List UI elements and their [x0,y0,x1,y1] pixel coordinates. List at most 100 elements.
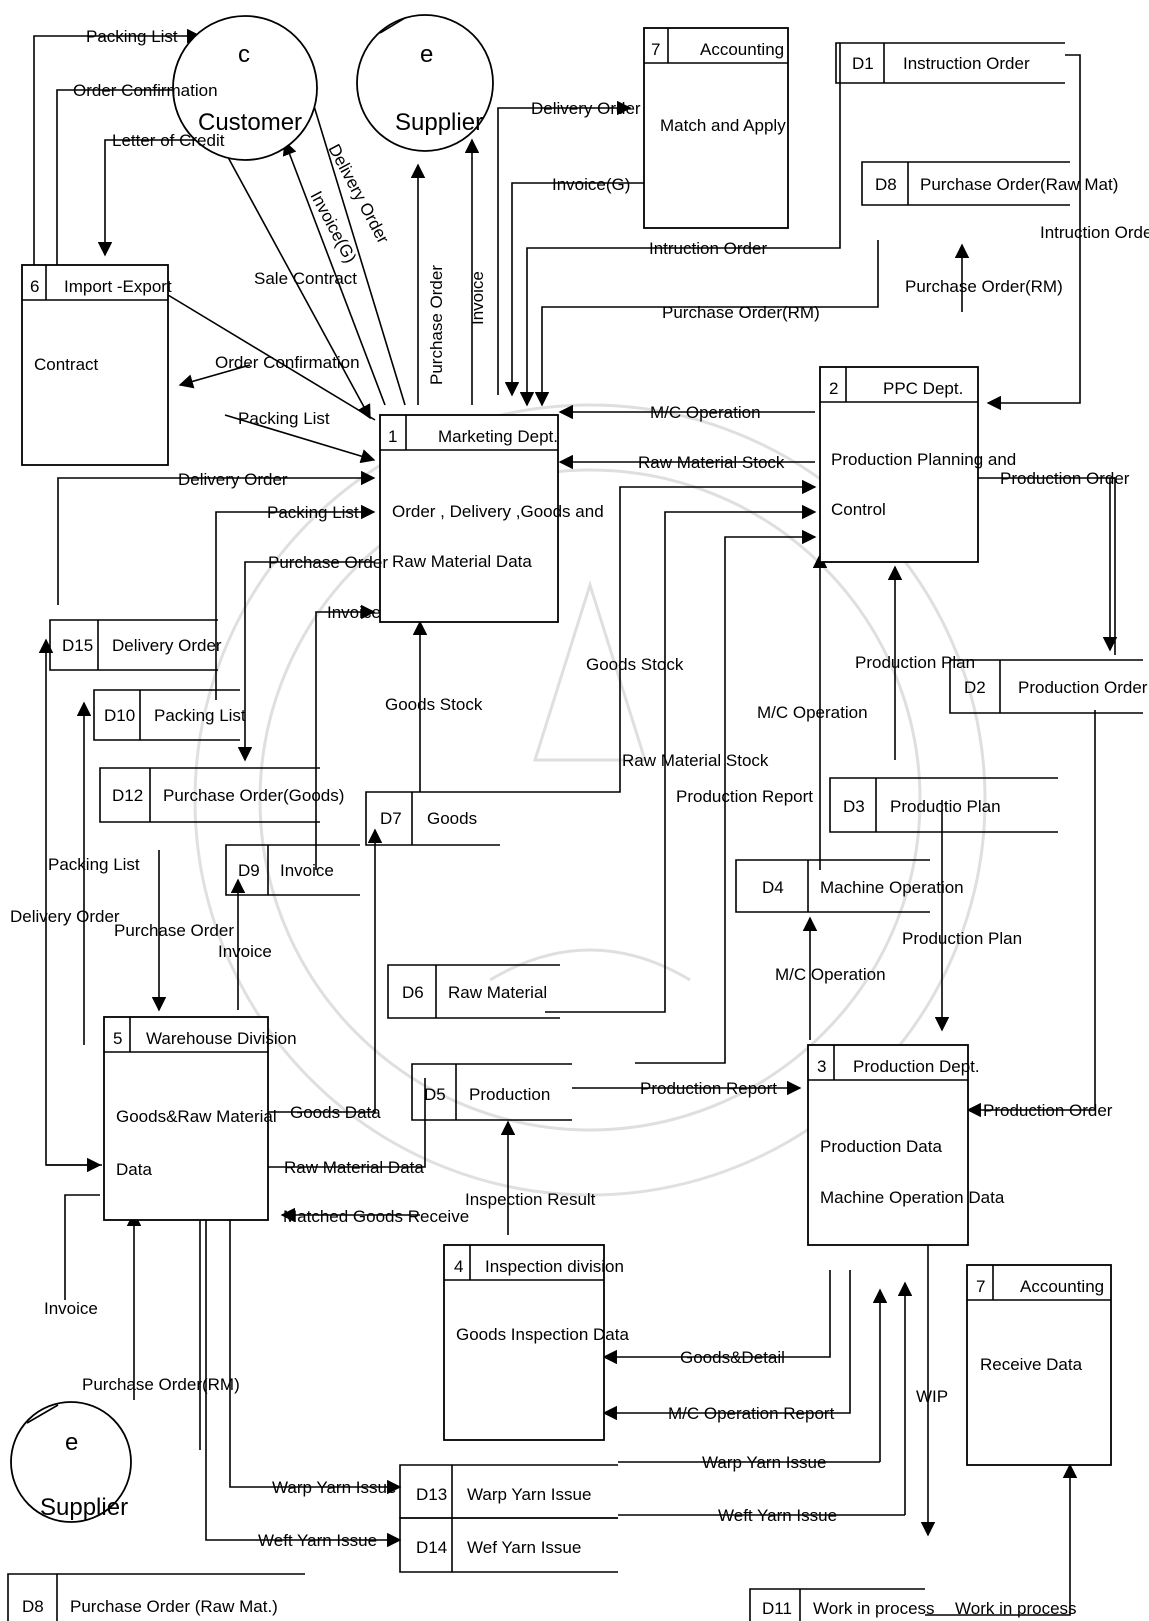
process-body: Data [116,1160,152,1179]
process-number: 2 [829,379,838,398]
store-id: D14 [416,1538,447,1557]
store-id: D4 [762,878,784,897]
store-d6: D6 Raw Material [388,965,560,1018]
process-number: 4 [454,1257,463,1276]
process-title: PPC Dept. [883,379,963,398]
flow-label: Production Plan [902,929,1022,948]
flow-label: Packing List [48,855,140,874]
store-id: D3 [843,797,865,816]
store-d11: D11 Work in process [750,1589,935,1621]
process-number: 5 [113,1029,122,1048]
store-id: D10 [104,706,135,725]
process-accounting-receive: 7 Accounting Receive Data [967,1265,1111,1465]
flow-label: Inspection Result [465,1190,596,1209]
store-name: Warp Yarn Issue [467,1485,591,1504]
store-name: Invoice [280,861,334,880]
process-body: Goods&Raw Material [116,1107,277,1126]
store-id: D7 [380,809,402,828]
flow-label: Intruction Order [1040,223,1149,242]
store-name: Production [469,1085,550,1104]
store-name: Instruction Order [903,54,1030,73]
store-name: Machine Operation [820,878,964,897]
process-body: Receive Data [980,1355,1083,1374]
store-name: Work in process [813,1599,935,1618]
flow-label: Production Order [1000,469,1130,488]
process-marketing: 1 Marketing Dept. Order , Delivery ,Good… [380,415,604,622]
flow-label: Delivery Order [531,99,641,118]
store-name: Productio Plan [890,797,1001,816]
store-id: D13 [416,1485,447,1504]
entity-letter: c [238,41,250,68]
flow-label: Matched Goods Receive [283,1207,469,1226]
store-d12: D12 Purchase Order(Goods) [100,768,344,822]
store-id: D5 [424,1085,446,1104]
flow-label: Invoice [44,1299,98,1318]
flow-label: Warp Yarn Issue [272,1478,396,1497]
flow-label: Goods Stock [586,655,684,674]
flow-label: Warp Yarn Issue [702,1453,826,1472]
flow-label: Raw Material Stock [622,751,769,770]
flow-label: M/C Operation [650,403,761,422]
entity-supplier-top: e Supplier [357,15,493,151]
flow-label: M/C Operation Report [668,1404,835,1423]
process-title: Accounting [1020,1277,1104,1296]
process-warehouse: 5 Warehouse Division Goods&Raw Material … [104,1017,297,1220]
flow-label: Packing List [267,503,359,522]
flow-label: Production Order [983,1101,1113,1120]
process-body: Match and Apply [660,116,786,135]
flow-label: M/C Operation [757,703,868,722]
flow-label: Purchase Order(RM) [662,303,820,322]
process-body: Contract [34,355,99,374]
store-name: Purchase Order(Raw Mat) [920,175,1118,194]
store-name: Purchase Order (Raw Mat.) [70,1597,278,1616]
process-title: Warehouse Division [146,1029,297,1048]
store-d10: D10 Packing List [94,690,246,740]
flow-label: Raw Material Stock [638,453,785,472]
process-title: Inspection division [485,1257,624,1276]
process-number: 1 [388,427,397,446]
flow-label: Order Confirmation [215,353,360,372]
store-id: D6 [402,983,424,1002]
process-body: Raw Material Data [392,552,532,571]
store-id: D11 [762,1599,792,1618]
entity-supplier-bottom: e Supplier [11,1402,131,1522]
store-name: Delivery Order [112,636,222,655]
flow-label: Invoice [327,603,381,622]
process-import-export: 6 Import -Export Contract [22,265,172,465]
flow-label: Letter of Credit [112,131,225,150]
flow-label: M/C Operation [775,965,886,984]
store-d14: D14 Wef Yarn Issue [400,1518,618,1572]
flow-label: Purchase Order [114,921,234,940]
store-name: Raw Material [448,983,547,1002]
process-title: Production Dept. [853,1057,980,1076]
store-id: D9 [238,861,260,880]
flow-label: Invoice [218,942,272,961]
process-number: 7 [651,40,660,59]
flow-label: Production Report [676,787,813,806]
store-id: D2 [964,678,986,697]
store-id: D8 [875,175,897,194]
process-inspection: 4 Inspection division Goods Inspection D… [444,1245,629,1440]
process-body: Machine Operation Data [820,1188,1005,1207]
flow-label: Order Confirmation [73,81,218,100]
store-id: D1 [852,54,874,73]
process-number: 3 [817,1057,826,1076]
flow-label: Invoice(G) [552,175,630,194]
store-d8-purchase: D8 Purchase Order (Raw Mat.) [8,1574,305,1621]
flow-label: Purchase Order [268,553,388,572]
flow-label: Production Report [640,1079,777,1098]
flow-label: Weft Yarn Issue [718,1506,837,1525]
process-production: 3 Production Dept. Production Data Machi… [808,1045,1005,1245]
store-d9: D9 Invoice [226,845,360,895]
store-d5: D5 Production [412,1064,572,1120]
process-title: Marketing Dept. [438,427,558,446]
flow-label: Invoice [468,271,487,325]
flow-label: Work in process [955,1599,1077,1618]
store-id: D15 [62,636,93,655]
flow-label: Production Plan [855,653,975,672]
store-d4: D4 Machine Operation [736,860,964,912]
flow-label: Sale Contract [254,269,357,288]
flow-label: Purchase Order(RM) [82,1375,240,1394]
flow-label: Purchase Order [427,265,446,385]
